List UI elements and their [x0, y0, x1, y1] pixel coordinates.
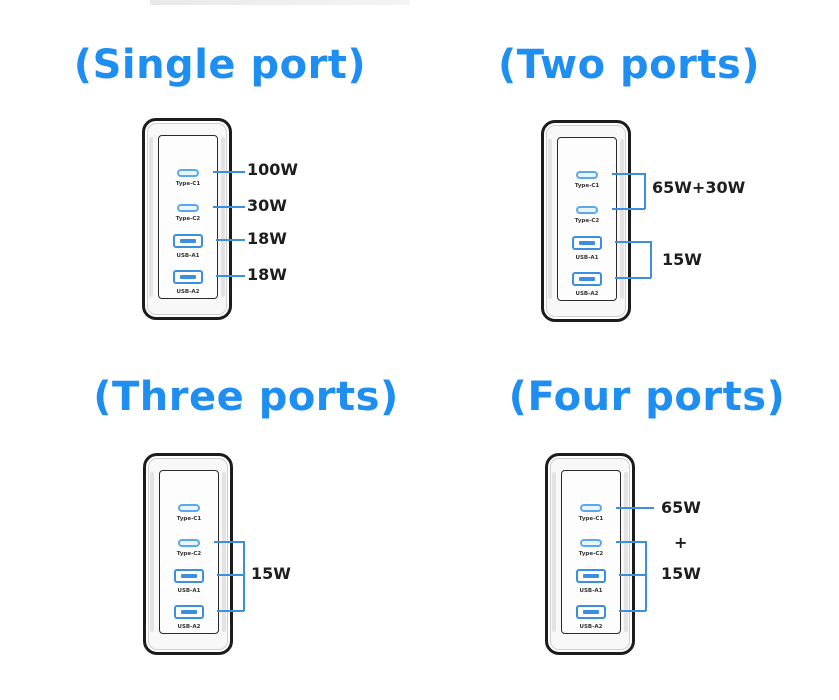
top-crop-strip	[150, 0, 410, 5]
panel-title: (Single port)	[73, 42, 367, 88]
charger-body: Type-C1 Type-C2 USB-A1 USB-A2	[143, 453, 233, 655]
lead-line	[612, 208, 645, 210]
charger-body: Type-C1 Type-C2 USB-A1 USB-A2	[541, 120, 631, 322]
port-label: USB-A1	[579, 588, 603, 594]
port-label: USB-A2	[579, 624, 603, 630]
charger-groove-left	[548, 139, 552, 299]
usb-a2-port	[572, 272, 602, 286]
usb-a1-port	[174, 569, 204, 583]
type-c2-port	[177, 204, 199, 212]
output-label: 100W	[247, 160, 299, 179]
charger-groove-right	[624, 472, 628, 632]
charger-body: Type-C1 Type-C2 USB-A1 USB-A2	[142, 118, 232, 320]
charger-groove-left	[149, 137, 153, 297]
bracket-line	[645, 541, 647, 611]
port-label: Type-C2	[176, 551, 202, 557]
type-c2-port	[576, 206, 598, 214]
output-label: 65W	[661, 498, 701, 517]
charger-groove-left	[552, 472, 556, 632]
type-c1-port	[177, 169, 199, 177]
lead-line	[616, 541, 646, 543]
port-label: USB-A2	[575, 291, 599, 297]
charger-face: Type-C1 Type-C2 USB-A1 USB-A2	[158, 135, 218, 299]
usb-a2-port	[173, 270, 203, 284]
lead-line	[619, 610, 646, 612]
output-label: 18W	[247, 229, 287, 248]
output-plus-sign: +	[674, 533, 688, 552]
type-c1-port	[178, 504, 200, 512]
lead-line	[214, 541, 244, 543]
bracket-line	[243, 541, 245, 611]
output-label: 18W	[247, 265, 287, 284]
lead-line	[213, 206, 245, 208]
lead-line	[612, 173, 645, 175]
port-label: USB-A1	[176, 253, 200, 259]
output-label: 65W+30W	[652, 178, 746, 197]
panel-title: (Three ports)	[93, 374, 399, 420]
bracket-line	[644, 173, 646, 209]
port-label: Type-C2	[175, 216, 201, 222]
port-label: USB-A2	[177, 624, 201, 630]
panel-title: (Two ports)	[497, 42, 761, 88]
type-c2-port	[178, 539, 200, 547]
usb-a1-port	[576, 569, 606, 583]
lead-line	[616, 507, 654, 509]
bracket-line	[650, 241, 652, 278]
output-label: 15W	[661, 564, 701, 583]
usb-a1-port	[173, 234, 203, 248]
port-label: Type-C1	[578, 516, 604, 522]
usb-a1-port	[572, 236, 602, 250]
panel-title: (Four ports)	[508, 374, 786, 420]
charger-face: Type-C1 Type-C2 USB-A1 USB-A2	[557, 137, 617, 301]
panel-single-port: (Single port) Type-C1 Type-C2 USB-A1 USB…	[0, 0, 420, 350]
port-label: USB-A1	[575, 255, 599, 261]
output-label: 15W	[251, 564, 291, 583]
charger-body: Type-C1 Type-C2 USB-A1 USB-A2	[545, 453, 635, 655]
type-c1-port	[580, 504, 602, 512]
usb-a2-port	[174, 605, 204, 619]
panel-three-ports: (Three ports) Type-C1 Type-C2 USB-A1 USB…	[0, 350, 420, 700]
lead-line	[619, 574, 646, 576]
lead-line	[213, 171, 245, 173]
output-label: 15W	[662, 250, 702, 269]
charger-groove-left	[150, 472, 154, 632]
lead-line	[217, 574, 244, 576]
charger-groove-right	[222, 472, 226, 632]
panel-four-ports: (Four ports) Type-C1 Type-C2 USB-A1 USB-…	[419, 350, 839, 700]
port-label: USB-A1	[177, 588, 201, 594]
port-label: Type-C1	[175, 181, 201, 187]
charger-groove-right	[221, 137, 225, 297]
output-label: 30W	[247, 196, 287, 215]
charger-face: Type-C1 Type-C2 USB-A1 USB-A2	[561, 470, 621, 634]
port-label: Type-C2	[574, 218, 600, 224]
lead-line	[615, 277, 651, 279]
port-label: USB-A2	[176, 289, 200, 295]
lead-line	[217, 610, 244, 612]
port-label: Type-C1	[176, 516, 202, 522]
port-label: Type-C2	[578, 551, 604, 557]
charger-groove-right	[620, 139, 624, 299]
type-c2-port	[580, 539, 602, 547]
lead-line	[216, 275, 245, 277]
lead-line	[216, 239, 245, 241]
charger-face: Type-C1 Type-C2 USB-A1 USB-A2	[159, 470, 219, 634]
lead-line	[615, 241, 651, 243]
port-label: Type-C1	[574, 183, 600, 189]
usb-a2-port	[576, 605, 606, 619]
panel-two-ports: (Two ports) Type-C1 Type-C2 USB-A1 USB-A…	[419, 0, 839, 350]
type-c1-port	[576, 171, 598, 179]
